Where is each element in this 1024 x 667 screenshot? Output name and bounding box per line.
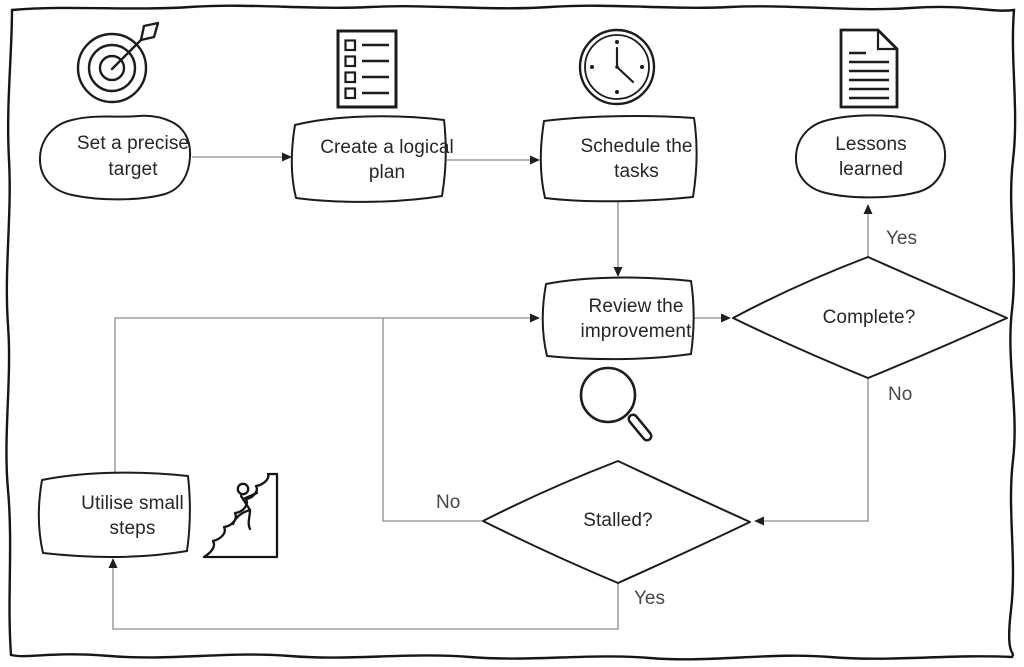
node-set-precise-target: Set a precise target [76,133,190,180]
connectors [112,156,869,630]
process-shape-schedule-tasks [539,115,698,203]
checklist-icon [336,29,398,109]
connector-stalled-no-to-review [382,318,483,522]
edge-label-complete-yes: Yes [886,228,917,249]
node-schedule-tasks: Schedule the tasks [580,135,693,182]
magnifier-icon [579,366,653,442]
connector-stalled-yes-to-smallsteps [112,567,619,630]
connector-smallsteps-to-review [114,317,531,474]
decision-shape-complete [732,256,1008,379]
edge-label-stalled-yes: Yes [634,588,665,609]
arrowheads [108,152,873,568]
edge-label-stalled-no: No [436,492,461,513]
connector-complete-no-to-stalled [763,378,869,522]
terminator-shape-set-target [38,114,192,201]
node-stalled-decision: Stalled? [583,510,653,532]
target-icon [76,21,160,104]
node-create-logical-plan: Create a logical plan [320,136,454,183]
process-shape-create-plan [290,115,447,203]
process-shape-small-steps [37,471,191,558]
node-complete-decision: Complete? [822,307,916,329]
clock-icon [578,28,656,106]
edge-label-complete-no: No [888,384,913,405]
node-review-improvement: Review the improvement [580,295,692,342]
climber-icon [202,472,279,559]
document-icon [839,28,899,109]
node-utilise-small-steps: Utilise small steps [81,492,184,539]
sketch-border [5,4,1017,661]
decision-shape-stalled [482,460,751,584]
terminator-shape-lessons-learned [794,114,947,199]
process-shape-review-improvement [541,276,695,361]
node-lessons-learned: Lessons learned [835,133,907,180]
